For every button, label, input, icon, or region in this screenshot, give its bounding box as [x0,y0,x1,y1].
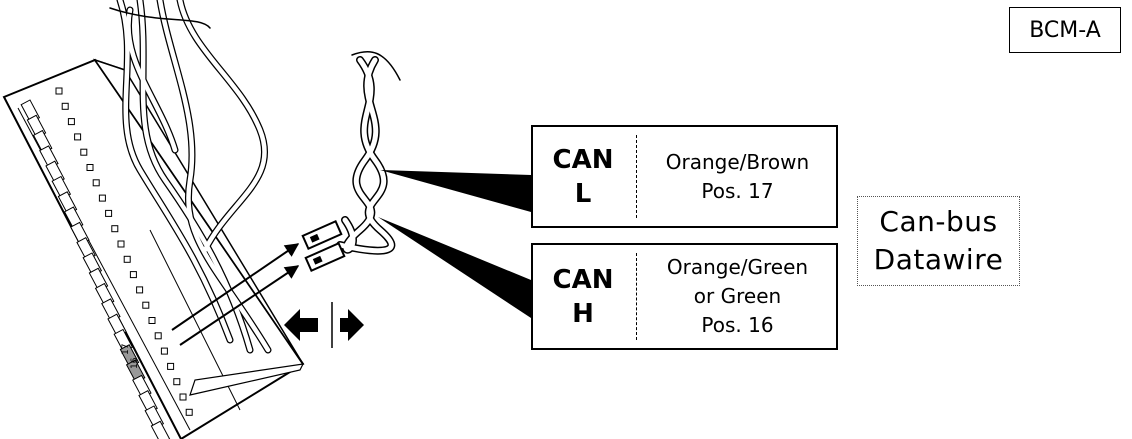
module-tag: BCM-A [1009,7,1121,53]
can-l-info: Orange/Brown Pos. 17 [639,127,836,226]
can-l-code-line1: CAN [552,144,614,175]
wire-terminal-lower [304,241,346,273]
can-h-position: Pos. 16 [701,313,774,337]
can-h-separator [636,253,637,340]
pin-number-16: 16 [130,357,140,369]
pin-latch [173,378,181,386]
can-bus-label-line1: Can-bus [879,205,998,238]
pin-cavities-right-row [55,87,193,416]
pin-latch [111,225,119,233]
callout-pointer-can-h [378,217,531,318]
pin-latch [55,87,63,95]
left-right-arrows-icon [284,302,364,348]
pin-latch [67,118,75,126]
callout-pointer-can-l [380,170,531,212]
can-l-separator [636,135,637,218]
can-bus-label: Can-bus Datawire [857,196,1020,286]
pin-latch [179,393,187,401]
can-h-code: CAN H [533,245,633,348]
pin-latch [136,286,144,294]
can-h-wire-color-line1: Orange/Green [666,255,809,279]
can-h-code-line1: CAN [552,264,614,295]
pin-latch [80,148,88,156]
pin-latch [167,362,175,370]
can-l-position: Pos. 17 [701,178,774,203]
can-h-info: Orange/Green or Green Pos. 16 [639,245,836,348]
arrow-icon [171,243,300,346]
can-l-code-line2: L [574,178,592,209]
pin-latch [98,194,106,202]
can-l-wire-color: Orange/Brown [665,149,810,174]
can-h-box: CAN H Orange/Green or Green Pos. 16 [531,243,838,350]
pin-latch [129,271,137,279]
pin-number-17: 17 [121,344,131,355]
can-l-box: CAN L Orange/Brown Pos. 17 [531,125,838,228]
can-h-wire-color-line2: or Green [693,284,782,308]
pin-latch [92,179,100,187]
pin-latch [74,133,82,141]
pin-latch [185,408,193,416]
connector-housing: 17 16 [2,58,305,439]
pin-cavity [150,420,171,439]
pin-latch [105,209,113,217]
pin-latch [142,301,150,309]
can-l-code: CAN L [533,127,633,226]
can-h-code-line2: H [572,298,594,329]
pin-latch [154,332,162,340]
pin-latch [123,255,131,263]
pin-cavities-left-row [20,99,171,439]
can-bus-label-line2: Datawire [873,243,1004,276]
pin-latch [61,102,69,110]
pin-latch [117,240,125,248]
wire-terminal-upper [301,219,343,251]
pin-latch [148,317,156,324]
twisted-pair-wire [336,50,401,255]
pin-latch [160,347,168,355]
pin-latch [86,164,94,171]
